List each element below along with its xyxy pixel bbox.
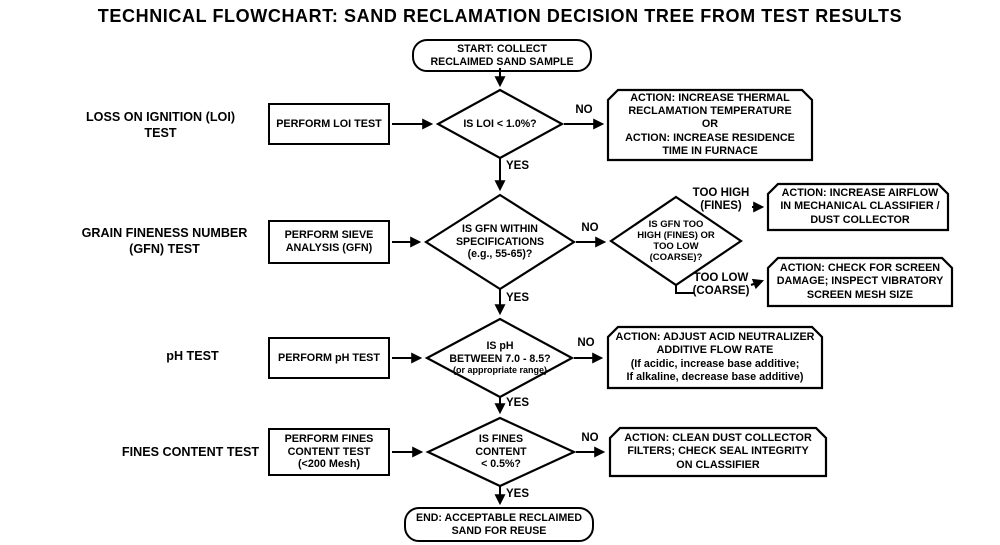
- ph-process-box: PERFORM pH TEST: [268, 337, 390, 379]
- loi-yes-label: YES: [506, 160, 530, 172]
- ph-test-label: pH TEST: [166, 349, 219, 364]
- loi-decision-text: IS LOI < 1.0%?: [463, 117, 537, 130]
- ph-decision-note: (or appropriate range): [452, 365, 547, 376]
- gfn-low-action-text: ACTION: CHECK FOR SCREEN DAMAGE; INSPECT…: [776, 262, 944, 301]
- gfn-sub-decision-text: IS GFN TOO HIGH (FINES) OR TOO LOW (COAR…: [637, 218, 715, 264]
- gfn-high-action-text: ACTION: INCREASE AIRFLOW IN MECHANICAL C…: [780, 187, 940, 226]
- gfn-yes-label: YES: [506, 292, 530, 304]
- ph-no-label: NO: [577, 336, 595, 349]
- loi-no-label: NO: [575, 103, 593, 116]
- ph-yes-label: YES: [506, 397, 530, 409]
- fines-action-text: ACTION: CLEAN DUST COLLECTOR FILTERS; CH…: [624, 432, 812, 471]
- fines-no-label: NO: [581, 431, 599, 444]
- fines-yes-label: YES: [506, 488, 530, 500]
- gfn-process-box: PERFORM SIEVE ANALYSIS (GFN): [268, 220, 390, 264]
- gfn-low-action-box: [766, 256, 954, 308]
- gfn-no-label: NO: [581, 221, 599, 234]
- fines-test-label: FINES CONTENT TEST: [121, 445, 260, 460]
- ph-decision-main: IS pH BETWEEN 7.0 - 8.5?: [449, 340, 551, 365]
- connector-gfn-too-low-elbow: [675, 285, 694, 294]
- fines-decision-text: IS FINES CONTENT < 0.5%?: [475, 433, 527, 471]
- loi-action-text: ACTION: INCREASE THERMAL RECLAMATION TEM…: [625, 92, 795, 157]
- gfn-too-high-label: TOO HIGH (FINES): [692, 187, 750, 212]
- start-node: START: COLLECT RECLAIMED SAND SAMPLE: [412, 39, 592, 72]
- loi-action-box: [606, 88, 814, 162]
- ph-action-text: ACTION: ADJUST ACID NEUTRALIZER ADDITIVE…: [615, 331, 815, 383]
- gfn-too-low-label: TOO LOW (COARSE): [692, 272, 750, 297]
- gfn-decision-text: IS GFN WITHIN SPECIFICATIONS (e.g., 55-6…: [455, 223, 545, 261]
- fines-action-box: [608, 426, 828, 478]
- ph-action-box: [606, 325, 824, 390]
- fines-process-box: PERFORM FINES CONTENT TEST (<200 Mesh): [268, 428, 390, 476]
- gfn-test-label: GRAIN FINENESS NUMBER (GFN) TEST: [81, 226, 248, 256]
- gfn-high-action-box: [766, 182, 950, 232]
- ph-decision-text: IS pH BETWEEN 7.0 - 8.5? (or appropriate…: [427, 319, 573, 397]
- connector-gfn-too-low: [750, 278, 765, 290]
- loi-process-box: PERFORM LOI TEST: [268, 103, 390, 145]
- page-title: TECHNICAL FLOWCHART: SAND RECLAMATION DE…: [97, 6, 903, 26]
- loi-test-label: LOSS ON IGNITION (LOI) TEST: [85, 110, 236, 140]
- end-node: END: ACCEPTABLE RECLAIMED SAND FOR REUSE: [404, 507, 594, 542]
